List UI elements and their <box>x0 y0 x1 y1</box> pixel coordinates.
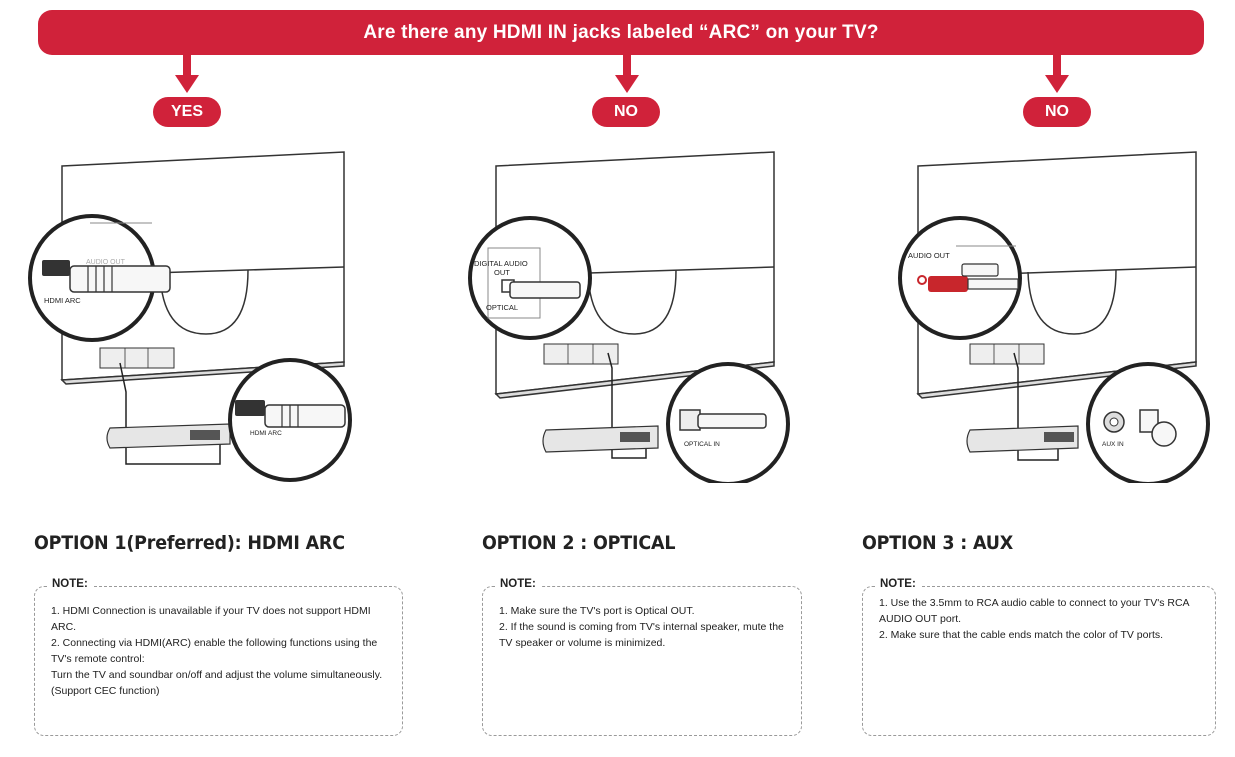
option-3-title: OPTION 3 : AUX <box>862 532 1014 554</box>
note-text: 1. Make sure the TV's port is Optical OU… <box>499 603 787 651</box>
note-text: 1. HDMI Connection is unavailable if you… <box>51 603 388 699</box>
zoom-circle-soundbar-port: AUX IN <box>1086 362 1210 483</box>
note-line: 2. If the sound is coming from TV's inte… <box>499 621 784 649</box>
zoom-circle-tv-port: AUDIO OUT <box>898 216 1022 340</box>
note-label: NOTE: <box>875 578 921 590</box>
zoom-circle-tv-port: DIGITAL AUDIO OUT OPTICAL <box>468 216 592 340</box>
aux-in-label: AUX IN <box>1102 441 1124 448</box>
down-arrow-icon <box>175 55 199 93</box>
question-banner: Are there any HDMI IN jacks labeled “ARC… <box>38 10 1204 55</box>
optical-connection-diagram: DIGITAL AUDIO OUT OPTICAL OPTICAL IN <box>468 151 790 483</box>
aux-cable <box>1013 352 1059 461</box>
soundbar <box>106 423 231 449</box>
note-label: NOTE: <box>495 578 541 590</box>
note-label: NOTE: <box>47 578 93 590</box>
answer-pill-yes: YES <box>153 97 221 127</box>
option-2-note-box: NOTE: 1. Make sure the TV's port is Opti… <box>482 578 802 736</box>
audio-out-label: AUDIO OUT <box>908 251 950 260</box>
note-line: 1. HDMI Connection is unavailable if you… <box>51 605 371 633</box>
note-line: 1. Make sure the TV's port is Optical OU… <box>499 605 695 617</box>
optical-in-label: OPTICAL IN <box>684 441 720 448</box>
out-label: OUT <box>494 268 510 277</box>
down-arrow-icon <box>615 55 639 93</box>
hdmi-connection-diagram: AUDIO OUT HDMI ARC HDMI ARC <box>28 151 352 482</box>
note-line: 1. Use the 3.5mm to RCA audio cable to c… <box>879 597 1189 625</box>
answer-pill-no: NO <box>592 97 660 127</box>
optical-cable <box>607 352 647 459</box>
digital-audio-label: DIGITAL AUDIO <box>474 259 528 268</box>
soundbar <box>966 425 1079 453</box>
down-arrow-icon <box>1045 55 1069 93</box>
rca-red-plug <box>928 276 968 292</box>
zoom-circle-soundbar-port: HDMI ARC <box>228 358 352 482</box>
optical-port-label: OPTICAL <box>486 303 518 312</box>
note-line: (Support CEC function) <box>51 685 160 697</box>
soundbar-hdmi-label: HDMI ARC <box>250 430 282 437</box>
option-3-note-box: NOTE: 1. Use the 3.5mm to RCA audio cabl… <box>862 578 1216 736</box>
zoom-circle-soundbar-port: OPTICAL IN <box>666 362 790 483</box>
tv-back-panel <box>494 151 775 399</box>
note-line: 2. Connecting via HDMI(ARC) enable the f… <box>51 637 378 665</box>
note-line: 2. Make sure that the cable ends match t… <box>879 629 1164 641</box>
question-text: Are there any HDMI IN jacks labeled “ARC… <box>363 22 879 43</box>
answer-pill-no: NO <box>1023 97 1091 127</box>
audio-out-label: AUDIO OUT <box>86 259 126 266</box>
option-1-note-box: NOTE: 1. HDMI Connection is unavailable … <box>34 578 403 736</box>
soundbar <box>542 425 659 453</box>
aux-connection-diagram: AUDIO OUT AUX IN <box>898 151 1210 483</box>
hdmi-arc-port-label: HDMI ARC <box>44 296 81 305</box>
option-1-title: OPTION 1(Preferred): HDMI ARC <box>34 532 345 554</box>
note-text: 1. Use the 3.5mm to RCA audio cable to c… <box>879 595 1201 643</box>
note-line: Turn the TV and soundbar on/off and adju… <box>51 669 383 681</box>
zoom-circle-tv-port: AUDIO OUT HDMI ARC <box>28 214 171 342</box>
hdmi-cable <box>119 362 221 465</box>
option-2-title: OPTION 2 : OPTICAL <box>482 532 676 554</box>
